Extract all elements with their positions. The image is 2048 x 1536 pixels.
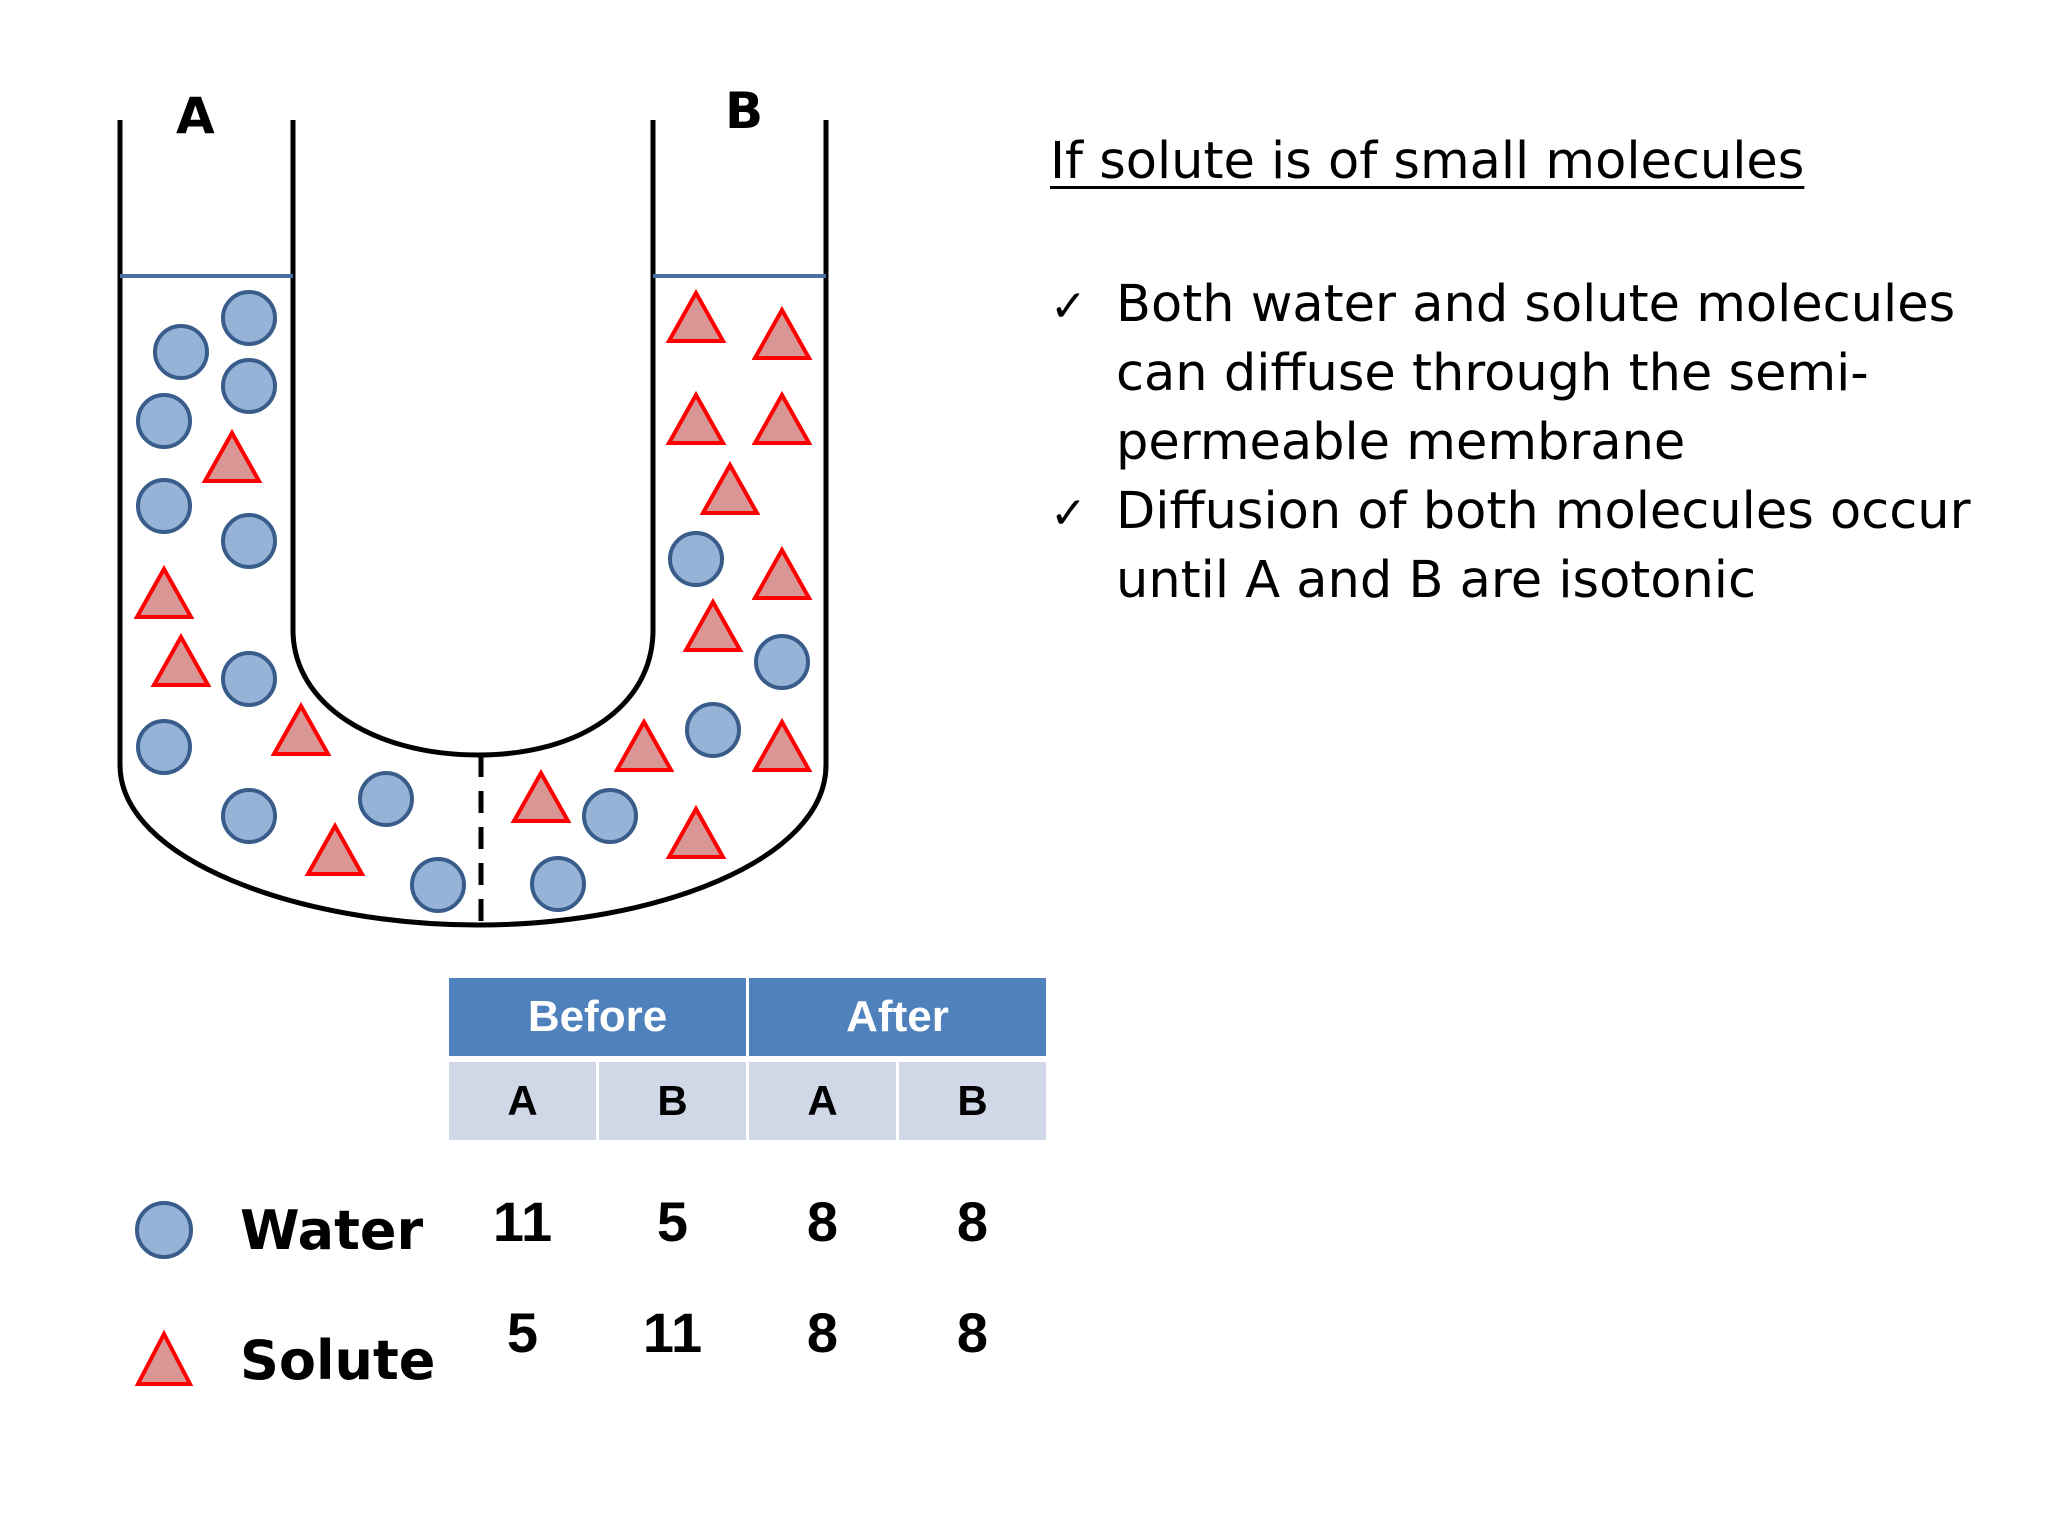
legend-solute-label: Solute <box>240 1328 436 1392</box>
water-molecule-icon <box>136 393 192 449</box>
bullet-list: ✓ Both water and solute molecules can di… <box>1050 270 2016 615</box>
after-header: After <box>749 978 1046 1056</box>
subheader-before-b: B <box>599 1062 746 1140</box>
solute-after-a: 8 <box>806 1300 839 1364</box>
side-b-label: B <box>725 82 763 140</box>
molecule-count-table: Before After A B A B 11 5 8 8 5 11 8 8 <box>446 978 1049 1382</box>
solute-molecules <box>133 288 813 876</box>
solute-molecule-icon <box>665 288 727 343</box>
solute-molecule-icon <box>682 597 744 652</box>
solute-molecule-icon <box>699 460 761 515</box>
u-tube-inner-wall <box>290 120 656 758</box>
water-molecule-icon <box>410 857 466 913</box>
water-after-a: 8 <box>806 1189 839 1253</box>
water-before-b: 5 <box>656 1189 689 1253</box>
solute-molecule-icon <box>510 768 572 823</box>
solute-molecule-icon <box>304 821 366 876</box>
check-icon: ✓ <box>1050 281 1087 332</box>
solute-molecule-icon <box>613 717 675 772</box>
bullet-item: ✓ Both water and solute molecules can di… <box>1050 270 2016 477</box>
water-molecule-icon <box>358 771 414 827</box>
check-icon: ✓ <box>1050 488 1087 539</box>
water-molecule-icon <box>685 702 741 758</box>
side-a-label: A <box>176 87 215 145</box>
bullet-item: ✓ Diffusion of both molecules occur unti… <box>1050 477 2016 615</box>
solute-molecule-icon <box>134 1329 194 1386</box>
water-molecule-icon <box>221 358 277 414</box>
subheader-after-b: B <box>899 1062 1046 1140</box>
water-molecule-icon <box>530 856 586 912</box>
solute-molecule-icon <box>133 564 195 619</box>
solute-before-a: 5 <box>506 1300 539 1364</box>
water-before-a: 11 <box>492 1189 553 1253</box>
water-molecules <box>136 290 810 913</box>
table-row-water: 11 5 8 8 <box>449 1140 1046 1282</box>
solute-molecule-icon <box>665 390 727 445</box>
water-molecule-icon <box>668 531 724 587</box>
solute-molecule-icon <box>270 701 332 756</box>
solute-molecule-icon <box>751 717 813 772</box>
u-tube-outer-wall <box>117 120 829 928</box>
subheader-after-a: A <box>749 1062 896 1140</box>
water-after-b: 8 <box>956 1189 989 1253</box>
solute-molecule-icon <box>665 804 727 859</box>
solute-after-b: 8 <box>956 1300 989 1364</box>
before-header: Before <box>449 978 746 1056</box>
solute-molecule-icon <box>150 632 212 687</box>
legend-water-label: Water <box>240 1198 424 1262</box>
water-molecule-icon <box>221 651 277 707</box>
legend-solute: Solute <box>132 1328 435 1392</box>
slide-heading: If solute is of small molecules <box>1050 132 1805 191</box>
water-molecule-icon <box>153 324 209 380</box>
solute-molecule-icon <box>751 390 813 445</box>
water-molecule-icon <box>221 788 277 844</box>
water-molecule-icon <box>221 513 277 569</box>
water-molecule-icon <box>136 478 192 534</box>
subheader-before-a: A <box>449 1062 596 1140</box>
table-group-header-row: Before After <box>449 978 1046 1056</box>
solute-molecule-icon <box>201 428 263 483</box>
water-molecule-icon <box>135 1201 193 1259</box>
bullet-text: Both water and solute molecules can diff… <box>1116 275 1956 472</box>
solute-molecule-icon <box>751 545 813 600</box>
solute-molecule-icon <box>751 305 813 360</box>
bullet-text: Diffusion of both molecules occur until … <box>1116 482 1971 610</box>
legend-water: Water <box>132 1198 423 1262</box>
table-subheader-row: A B A B <box>449 1062 1046 1140</box>
water-molecule-icon <box>136 719 192 775</box>
water-molecule-icon <box>582 788 638 844</box>
water-molecule-icon <box>754 634 810 690</box>
water-molecule-icon <box>221 290 277 346</box>
solute-before-b: 11 <box>642 1300 703 1364</box>
table-row-solute: 5 11 8 8 <box>449 1282 1046 1382</box>
